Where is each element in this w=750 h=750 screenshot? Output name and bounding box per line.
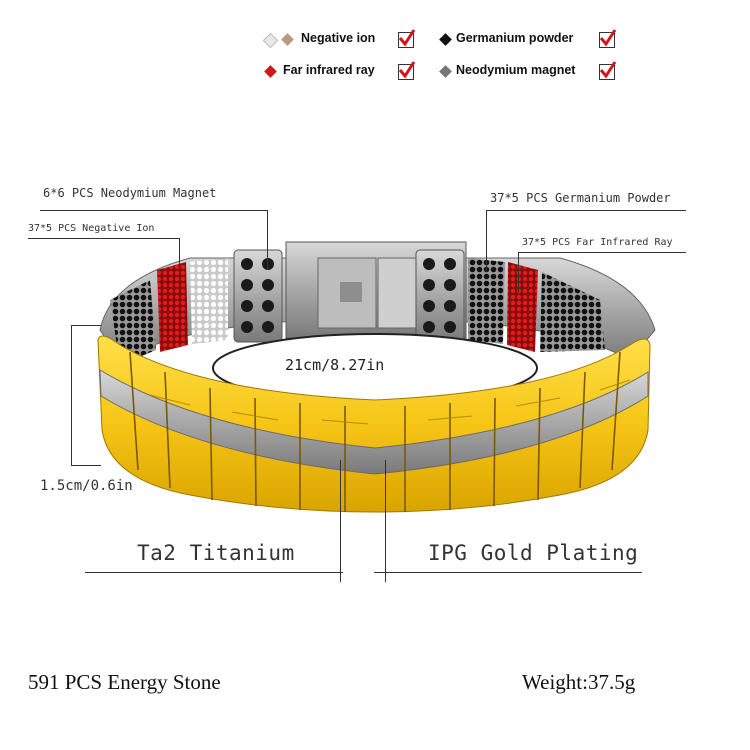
check-icon — [398, 29, 416, 48]
callout-line — [486, 210, 487, 272]
check-icon — [599, 61, 617, 80]
callout-line — [518, 252, 686, 253]
callout-line — [85, 572, 343, 573]
material-label: Ta2 Titanium — [137, 541, 295, 565]
callout-line — [518, 252, 519, 292]
callout-line — [385, 460, 386, 582]
callout-line — [71, 325, 72, 465]
legend-negative-ion: Negative ion — [301, 31, 376, 45]
plating-label: IPG Gold Plating — [428, 541, 639, 565]
legend-far-infrared-ray: Far infrared ray — [283, 63, 375, 77]
callout-line — [179, 238, 180, 278]
callout-far-infrared-ray: 37*5 PCS Far Infrared Ray — [522, 237, 673, 248]
callout-line — [71, 465, 101, 466]
callout-negative-ion: 37*5 PCS Negative Ion — [28, 223, 155, 234]
weight-label: Weight:37.5g — [522, 670, 636, 694]
circumference-label: 21cm/8.27in — [285, 356, 385, 374]
legend-neodymium-magnet: Neodymium magnet — [456, 63, 576, 77]
callout-line — [374, 572, 642, 573]
legend-germanium-powder: Germanium powder — [456, 31, 574, 45]
energy-stone-count: 591 PCS Energy Stone — [28, 670, 221, 694]
width-label: 1.5cm/0.6in — [40, 478, 133, 494]
callout-line — [28, 238, 180, 239]
callout-line — [40, 210, 268, 211]
check-icon — [398, 61, 416, 80]
check-icon — [599, 29, 617, 48]
callout-line — [340, 460, 341, 582]
callout-line — [486, 210, 686, 211]
callout-line — [71, 325, 101, 326]
callout-line — [267, 210, 268, 270]
callout-neodymium-magnet: 6*6 PCS Neodymium Magnet — [43, 186, 217, 200]
callout-germanium-powder: 37*5 PCS Germanium Powder — [490, 191, 671, 205]
